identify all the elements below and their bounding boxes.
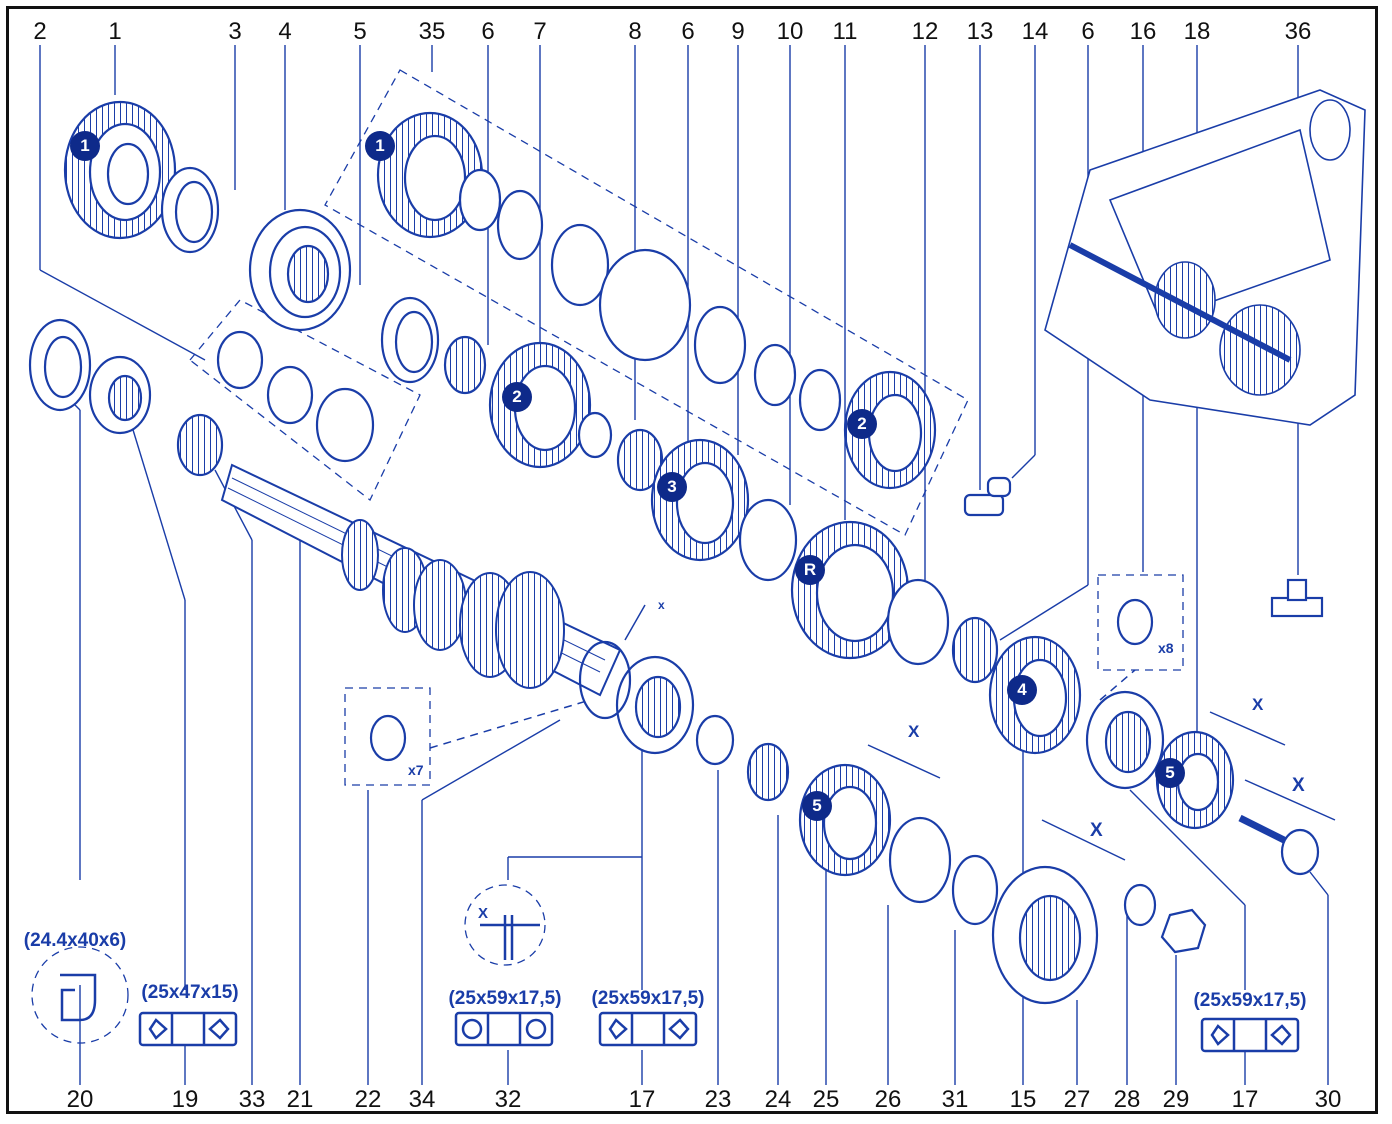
dashed-group-boxes: [31, 69, 1184, 1044]
gear-number-badge: 2: [847, 409, 877, 439]
top-part-label: 2: [33, 18, 47, 45]
top-part-label: 4: [278, 18, 292, 45]
seal-dimension: (24.4x40x6): [23, 930, 127, 951]
bottom-part-label: 29: [1162, 1086, 1190, 1113]
bottom-part-label: 31: [941, 1086, 969, 1113]
top-part-label: 5: [353, 18, 367, 45]
bearing-19-dimension: (25x47x15): [141, 982, 239, 1003]
top-part-label: 9: [731, 18, 745, 45]
dimension-arrows: [429, 604, 1336, 861]
quantity-x8: x8: [1158, 640, 1174, 656]
bearing-symbols: [60, 915, 1300, 1053]
x-mark-small: x: [658, 598, 665, 612]
gear-number-badge: 5: [1155, 758, 1185, 788]
bottom-part-label: 17: [628, 1086, 656, 1113]
top-part-label: 12: [911, 18, 939, 45]
x-mark-gear5: X: [908, 722, 920, 741]
x-mark-gear5-right: X: [1252, 695, 1264, 714]
x-mark-detail: X: [478, 905, 489, 922]
x-mark-hub: X: [1090, 820, 1103, 841]
top-part-label: 36: [1284, 18, 1312, 45]
bearing-17b-dimension: (25x59x17,5): [1193, 990, 1307, 1011]
top-part-label: 14: [1021, 18, 1049, 45]
top-part-label: 10: [776, 18, 804, 45]
gear-number-badge: 3: [657, 472, 687, 502]
top-part-label: 35: [418, 18, 446, 45]
main-shaft: [220, 463, 622, 697]
bottom-part-label: 27: [1063, 1086, 1091, 1113]
leader-lines: [39, 45, 1299, 740]
gear-number-badge: 5: [802, 791, 832, 821]
bottom-leader-lines: [64, 394, 1329, 1085]
bottom-part-label: 15: [1009, 1086, 1037, 1113]
gearbox-housing: [1044, 89, 1366, 426]
bottom-part-label: 33: [238, 1086, 266, 1113]
top-part-label: 16: [1129, 18, 1157, 45]
gear-number-badge: R: [795, 555, 825, 585]
gear-number-badge: 1: [365, 131, 395, 161]
bearing-32-dimension: (25x59x17,5): [448, 988, 562, 1009]
bottom-part-label: 30: [1314, 1086, 1342, 1113]
bottom-part-label: 23: [704, 1086, 732, 1113]
top-part-label: 11: [832, 18, 858, 45]
top-part-label: 7: [533, 18, 547, 45]
top-part-label: 6: [681, 18, 695, 45]
top-part-label: 8: [628, 18, 642, 45]
top-part-label: 13: [966, 18, 994, 45]
x-mark-bolt: X: [1292, 775, 1305, 796]
top-part-label: 6: [481, 18, 495, 45]
bottom-part-label: 28: [1113, 1086, 1141, 1113]
bottom-part-label: 17: [1231, 1086, 1259, 1113]
bottom-part-label: 32: [494, 1086, 522, 1113]
top-part-label: 6: [1081, 18, 1095, 45]
gear-number-badge: 4: [1007, 675, 1037, 705]
bottom-part-label: 22: [354, 1086, 382, 1113]
gear-number-badge: 2: [502, 382, 532, 412]
bearing-17a-dimension: (25x59x17,5): [591, 988, 705, 1009]
quantity-x7: x7: [408, 762, 424, 778]
bottom-part-label: 26: [874, 1086, 902, 1113]
top-part-label: 1: [108, 18, 122, 45]
gear-number-badge: 1: [70, 131, 100, 161]
bottom-part-label: 20: [66, 1086, 94, 1113]
bottom-part-label: 24: [764, 1086, 792, 1113]
bottom-part-label: 19: [171, 1086, 199, 1113]
top-part-label: 18: [1183, 18, 1211, 45]
bottom-part-label: 21: [286, 1086, 314, 1113]
bottom-part-label: 34: [408, 1086, 436, 1113]
top-part-label: 3: [228, 18, 242, 45]
bottom-part-label: 25: [812, 1086, 840, 1113]
